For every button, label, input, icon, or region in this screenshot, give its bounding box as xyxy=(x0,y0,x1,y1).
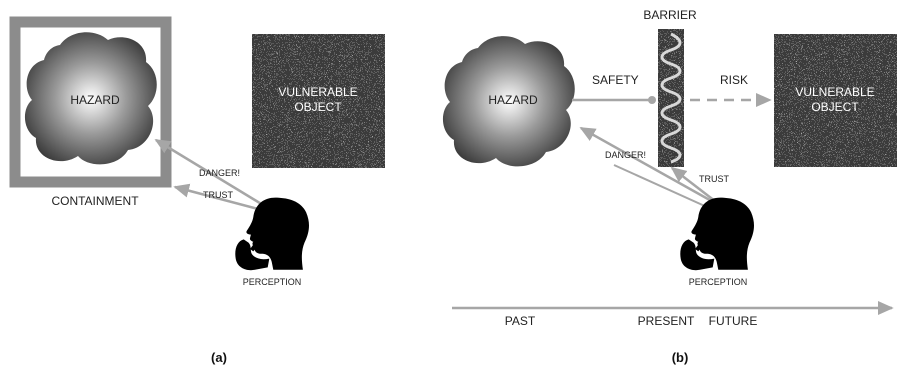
hazard-cloud-b xyxy=(442,36,575,167)
perception-label-b: PERCEPTION xyxy=(689,277,748,287)
panel-a: HAZARD CONTAINMENT VULNERABLE OBJECT DAN… xyxy=(9,16,385,365)
danger-arrow-b xyxy=(579,126,725,210)
hazard-label-b: HAZARD xyxy=(488,93,538,107)
caption-b: (b) xyxy=(672,350,689,365)
vulnerable-label-line1: VULNERABLE xyxy=(278,85,357,99)
barrier-label: BARRIER xyxy=(643,8,697,22)
panel-b: BARRIER HAZARD SAFETY RISK VULNERABLE OB… xyxy=(442,8,897,365)
caption-a: (a) xyxy=(211,350,227,365)
risk-label: RISK xyxy=(720,73,748,87)
safety-label: SAFETY xyxy=(592,73,639,87)
danger-label-b: DANGER! xyxy=(605,150,646,160)
person-silhouette-b xyxy=(680,197,754,271)
danger-label: DANGER! xyxy=(199,168,240,178)
person-silhouette xyxy=(235,197,309,271)
trust-arrow xyxy=(173,183,263,212)
barrier-spring xyxy=(660,32,682,164)
vulnerable-object-box xyxy=(252,34,385,168)
hazard-label: HAZARD xyxy=(70,93,120,107)
trust-arrow-b-2 xyxy=(613,164,719,213)
vulnerable-label-line2: OBJECT xyxy=(294,100,342,114)
danger-arrow xyxy=(154,138,269,210)
timeline-present: PRESENT xyxy=(638,314,695,328)
vulnerable-object-box-b xyxy=(774,34,897,167)
safety-barrier-node xyxy=(648,96,656,104)
trust-label-b: TRUST xyxy=(699,174,729,184)
vulnerable-label-b-line1: VULNERABLE xyxy=(795,85,874,99)
vulnerable-label-b-line2: OBJECT xyxy=(811,100,859,114)
containment-label: CONTAINMENT xyxy=(51,194,139,208)
timeline-future: FUTURE xyxy=(709,314,758,328)
trust-label: TRUST xyxy=(203,190,233,200)
timeline-past: PAST xyxy=(505,314,536,328)
perception-label: PERCEPTION xyxy=(243,277,302,287)
hazard-cloud xyxy=(24,32,157,165)
